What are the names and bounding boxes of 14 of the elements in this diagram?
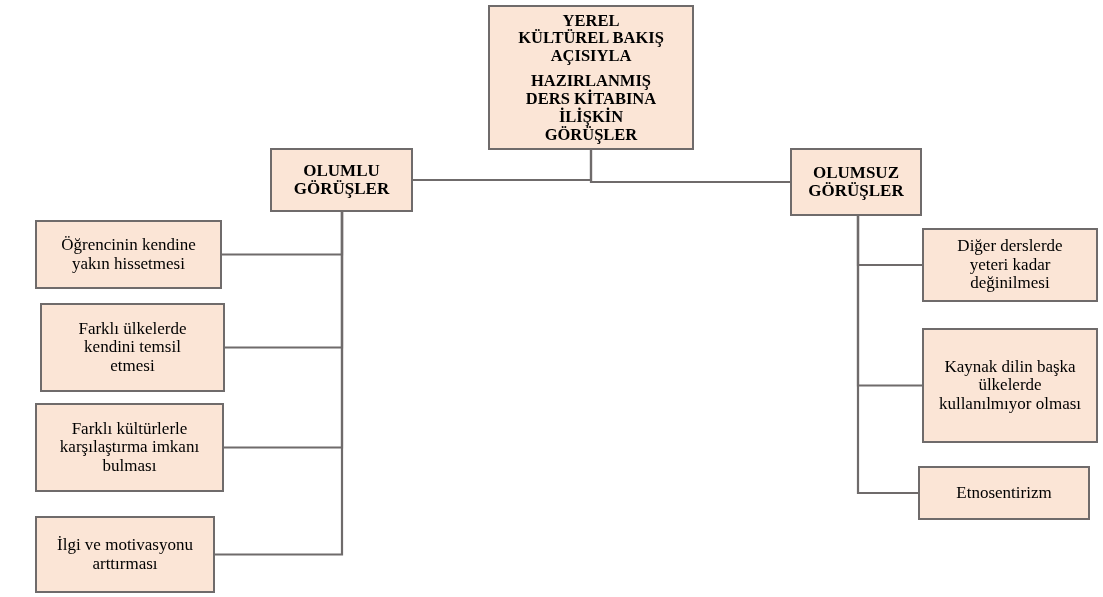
box-label: Farklı ülkelerde kendini temsil etmesi [77,319,188,376]
box-label: Öğrencinin kendine yakın hissetmesi [60,236,197,273]
subtitle-text: HAZIRLANMIŞ DERS KİTABINA İLİŞKİN GÖRÜŞLER [524,72,658,144]
box-label: Diğer derslerde yeteri kadar değinilmesi [956,237,1064,293]
connector-line [856,216,918,495]
box-label: OLUMSUZ GÖRÜŞLER [807,163,905,201]
title-line: YEREL KÜLTÜREL BAKIŞ AÇISIYLA [517,11,665,66]
connector-line [215,212,344,556]
box-label: Kaynak dilin başka ülkelerde kullanılmıyor olması [937,357,1083,414]
box-label: Etnosentirizm [956,483,1052,503]
connector-line [589,150,790,184]
box-label: Farklı kültürlerle karşılaştırma imkanı bulması [58,419,201,476]
box-label: İlgi ve motivasyonu arttırması [56,536,194,573]
box-label: OLUMLU GÖRÜŞLER [292,161,391,199]
